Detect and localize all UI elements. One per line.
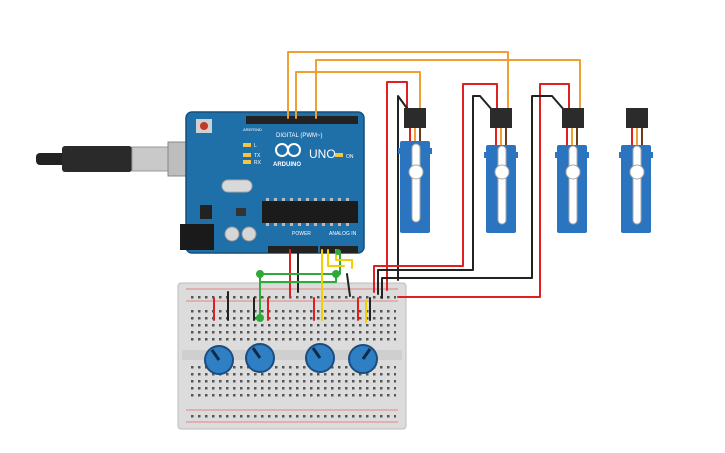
wire-red-servo-2[interactable] bbox=[373, 83, 498, 293]
wire-black-servo-2[interactable] bbox=[377, 95, 494, 295]
aref-label: AREF bbox=[243, 127, 254, 132]
wire-black-servo-3[interactable] bbox=[381, 95, 566, 299]
junction-dot-4[interactable] bbox=[335, 249, 341, 255]
servo-motor-1[interactable] bbox=[398, 108, 432, 233]
junction-dot-2[interactable] bbox=[332, 270, 340, 278]
potentiometer-1[interactable] bbox=[204, 345, 234, 375]
wire-orange-2[interactable] bbox=[315, 59, 581, 119]
usb-cable[interactable] bbox=[36, 141, 207, 177]
gnd-label: GND bbox=[253, 127, 262, 132]
model-label: UNO bbox=[309, 147, 336, 161]
capacitor-2 bbox=[241, 226, 257, 242]
wire-orange-1[interactable] bbox=[287, 51, 509, 119]
l-led-label: L bbox=[254, 143, 257, 149]
potentiometer-2[interactable] bbox=[245, 343, 275, 373]
digital-header-label: DIGITAL (PWM~) bbox=[276, 133, 323, 139]
potentiometer-3[interactable] bbox=[305, 343, 335, 373]
tx-led bbox=[243, 153, 251, 157]
reset-button-cap[interactable] bbox=[200, 122, 208, 130]
analog-header-label: ANALOG IN bbox=[329, 231, 357, 237]
power-header bbox=[268, 246, 318, 253]
servo-motor-2[interactable] bbox=[484, 108, 518, 233]
rx-label: RX bbox=[254, 160, 262, 166]
voltage-regulator bbox=[236, 208, 246, 216]
wire-yellow-3[interactable] bbox=[335, 249, 353, 269]
wire-red-servo-1[interactable] bbox=[386, 81, 408, 291]
wire-red-servo-3[interactable] bbox=[397, 83, 570, 298]
power-jack[interactable] bbox=[180, 224, 214, 250]
on-led bbox=[335, 153, 343, 157]
servo-motor-4[interactable] bbox=[619, 108, 653, 233]
servo-motor-3[interactable] bbox=[555, 108, 589, 233]
arduino-logo-icon bbox=[275, 143, 301, 157]
atmega-chip bbox=[262, 201, 358, 223]
junction-dot-1[interactable] bbox=[256, 270, 264, 278]
rx-led bbox=[243, 160, 251, 164]
wire-orange-3[interactable] bbox=[295, 71, 421, 119]
power-header-label: POWER bbox=[292, 231, 311, 237]
digital-header bbox=[246, 116, 358, 124]
arduino-uno-board[interactable]: DIGITAL (PWM~) AREF GND L TX RX ON ARDUI… bbox=[180, 111, 365, 254]
junction-dot-3[interactable] bbox=[256, 314, 264, 322]
potentiometer-4[interactable] bbox=[348, 344, 378, 374]
tx-label: TX bbox=[254, 153, 261, 159]
wire-yellow-2[interactable] bbox=[327, 249, 345, 267]
regulator-chip bbox=[200, 205, 212, 219]
capacitor-1 bbox=[224, 226, 240, 242]
on-label: ON bbox=[346, 154, 354, 160]
brand-label: ARDUINO bbox=[273, 162, 301, 168]
l-led bbox=[243, 143, 251, 147]
wire-black-pot[interactable] bbox=[346, 273, 351, 297]
crystal-oscillator bbox=[221, 179, 253, 193]
